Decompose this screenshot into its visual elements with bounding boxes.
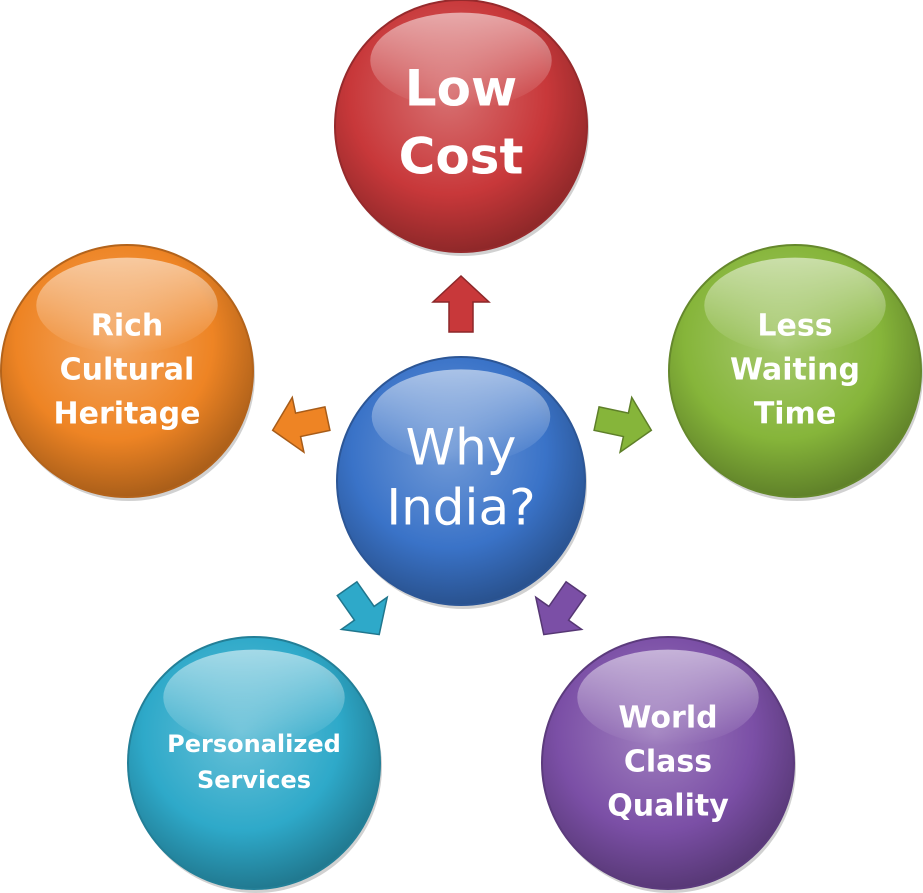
low-cost-label-line: Cost	[399, 128, 524, 186]
rich-cultural-heritage-label-line: Heritage	[54, 397, 201, 432]
low-cost-label-line: Low	[405, 60, 517, 118]
less-waiting-time-arrow	[593, 395, 653, 454]
world-class-quality-label-line: Quality	[607, 789, 729, 824]
less-waiting-time-label-line: Waiting	[730, 353, 860, 388]
personalized-services-arrow	[336, 580, 389, 636]
less-waiting-time-label-line: Less	[757, 309, 832, 344]
why-india-label-line: India?	[386, 479, 535, 537]
low-cost-arrow	[431, 274, 491, 333]
world-class-quality-label-line: World	[618, 701, 717, 736]
why-india-label-line: Why	[406, 419, 517, 477]
rich-cultural-heritage-arrow	[271, 395, 331, 454]
world-class-quality-arrow	[534, 580, 587, 636]
world-class-quality-label-line: Class	[624, 745, 712, 780]
arrows	[271, 274, 653, 636]
rich-cultural-heritage-label-line: Rich	[91, 309, 164, 344]
rich-cultural-heritage-label-line: Cultural	[60, 353, 195, 388]
less-waiting-time-label-line: Time	[754, 397, 836, 432]
personalized-services-label-line: Services	[197, 766, 311, 794]
personalized-services-label-line: Personalized	[167, 730, 341, 758]
